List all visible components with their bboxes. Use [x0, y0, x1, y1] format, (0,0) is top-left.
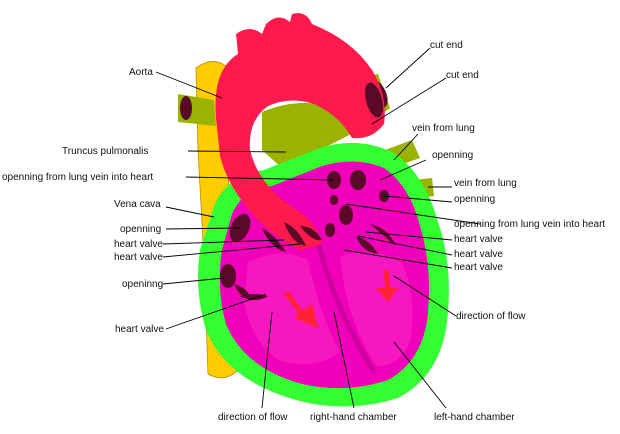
label-vena-cava: Vena cava [114, 199, 161, 210]
label-heart-valve-right-3: heart valve [454, 262, 503, 273]
label-opening-left: openning [120, 224, 161, 235]
label-aorta: Aorta [129, 67, 153, 78]
valve-right-3 [300, 226, 322, 241]
label-vein-from-lung-2: vein from lung [454, 178, 517, 189]
valve-left-2 [370, 224, 396, 246]
cut-end-aorta [364, 82, 384, 118]
opening-vena-cava-lower [220, 264, 236, 288]
label-left-hand-chamber: left-hand chamber [434, 412, 515, 423]
label-heart-valve-left-2: heart valve [114, 252, 163, 263]
leader-lines [155, 47, 481, 409]
label-heart-valve-right-2: heart valve [454, 249, 503, 260]
opening-lung-vein-2 [350, 170, 366, 190]
label-cut-end-1: cut end [430, 40, 463, 51]
label-right-hand-chamber: right-hand chamber [310, 412, 397, 423]
label-cut-end-2: cut end [446, 70, 479, 81]
valve-right-2 [284, 222, 306, 246]
label-truncus-pulmonalis: Truncus pulmonalis [62, 146, 148, 157]
label-opening-right-2: openning [454, 194, 495, 205]
label-opening-left-lower: openinng [122, 279, 163, 290]
label-opening-lung-vein-right: openning from lung vein into heart [454, 219, 605, 230]
label-opening-right-1: openning [432, 150, 473, 161]
label-direction-of-flow-right: direction of flow [456, 311, 526, 322]
label-heart-valve-left-1: heart valve [114, 239, 163, 250]
right-chamber-cavity [244, 253, 340, 365]
label-direction-of-flow-bottom: direction of flow [218, 412, 288, 423]
flow-arrow-left-chamber [376, 269, 398, 302]
opening-lung-vein-5 [339, 205, 353, 225]
septum [313, 231, 377, 374]
label-vein-from-lung-1: vein from lung [412, 123, 475, 134]
opening-lung-vein-6 [325, 223, 335, 237]
opening-lung-vein-4 [330, 195, 338, 205]
left-chamber-cavity [340, 252, 413, 367]
cut-end-left [180, 96, 192, 120]
valve-left-1 [356, 236, 378, 254]
label-heart-valve-left-3: heart valve [115, 324, 164, 335]
flow-arrow-right-chamber [283, 290, 318, 328]
label-heart-valve-right-1: heart valve [454, 234, 503, 245]
aorta [215, 13, 385, 250]
label-opening-lung-vein-left: openning from lung vein into heart [2, 172, 153, 183]
